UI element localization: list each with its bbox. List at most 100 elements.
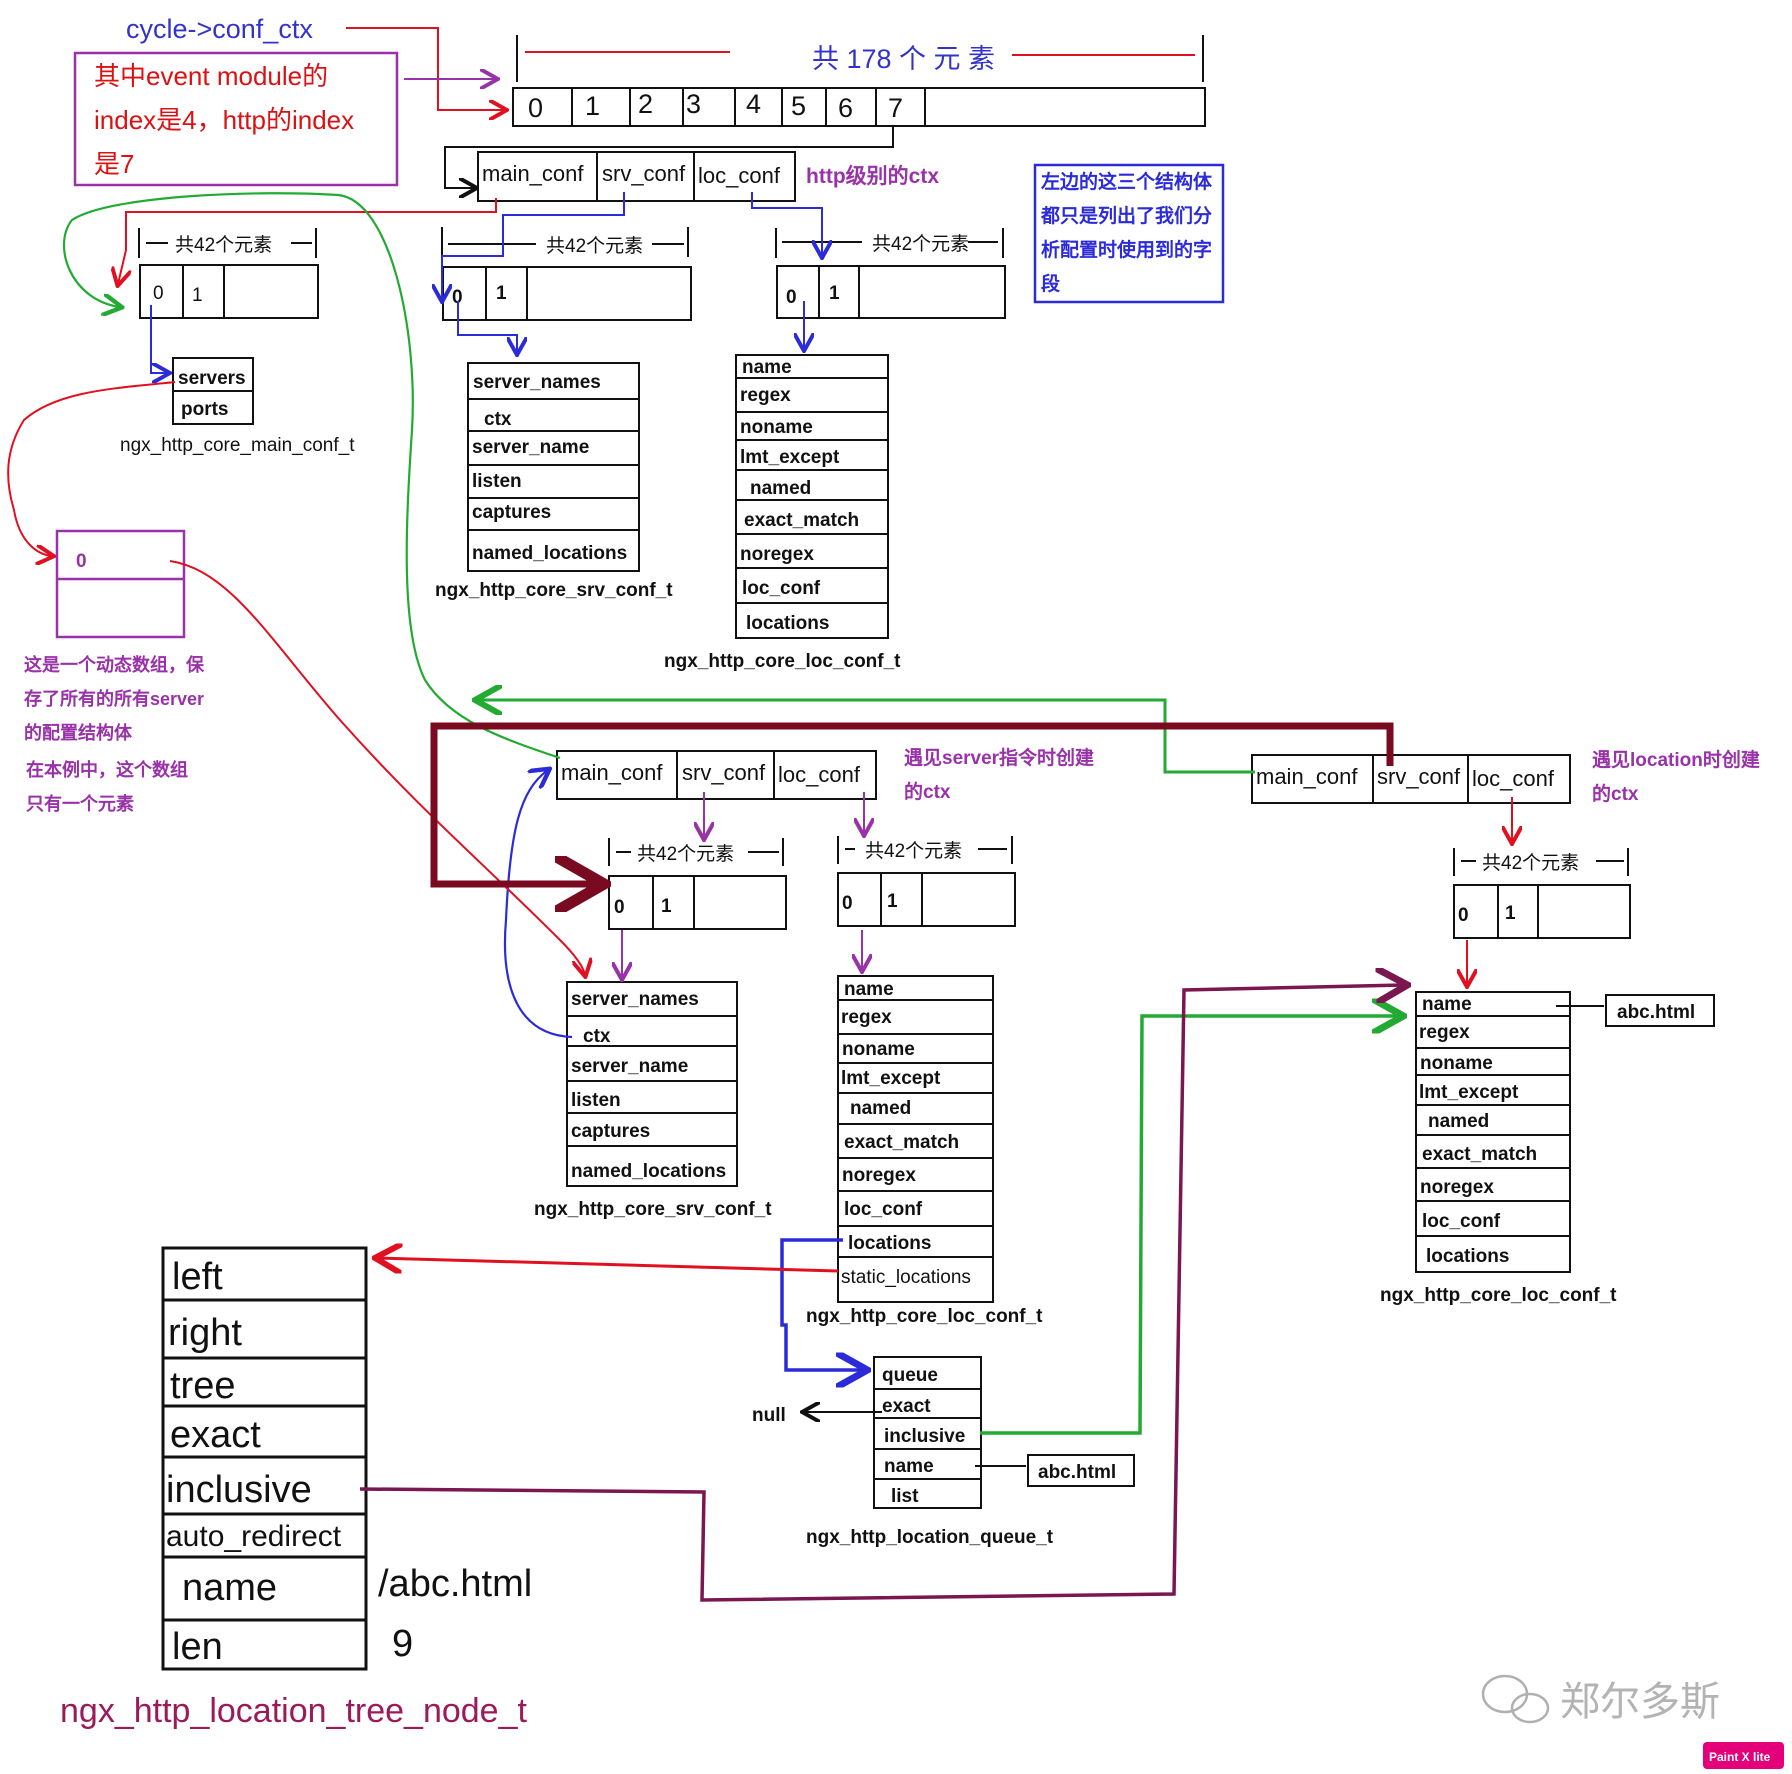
tree-field-name: name xyxy=(182,1567,277,1609)
blue-note-line-4: 段 xyxy=(1041,272,1061,295)
server-ctx-loc-conf: loc_conf xyxy=(778,762,861,787)
http-loc-field-named: named xyxy=(750,478,811,499)
http-loc-field-name: name xyxy=(742,357,792,378)
server-level: main_conf srv_conf loc_conf 遇见server指令时创… xyxy=(534,746,1094,1327)
tree-field-right: right xyxy=(168,1312,242,1354)
queue-field-queue: queue xyxy=(882,1365,938,1386)
server-main-conf-to-http-main-arrow xyxy=(62,192,561,760)
location-ctx-main-conf: main_conf xyxy=(1256,764,1358,789)
location-loc-array xyxy=(1453,884,1631,939)
location-loc-field-lmt-except: lmt_except xyxy=(1419,1082,1519,1103)
location-abc-html-box xyxy=(1605,994,1715,1027)
location-ctx-srv-conf: srv_conf xyxy=(1377,764,1461,789)
conf-ctx-array xyxy=(512,87,1206,127)
queue-abc-html-box xyxy=(1027,1454,1135,1487)
dynamic-array-cell-0: 0 xyxy=(76,551,87,572)
server-srv-field-captures: captures xyxy=(571,1121,650,1142)
server-ctx xyxy=(556,750,877,800)
http-srv-array-label: 共42个元素 xyxy=(546,235,643,257)
server-srv-field-named-locations: named_locations xyxy=(571,1161,726,1182)
tree-field-tree: tree xyxy=(170,1365,235,1407)
inclusive-to-location-name-arrow xyxy=(980,1016,1400,1435)
connectors xyxy=(7,192,1512,1602)
server-loc-conf-struct xyxy=(837,975,994,1303)
index-3: 3 xyxy=(686,89,701,119)
watermark-group: 郑尔多斯 Paint X lite xyxy=(1481,1674,1784,1769)
location-loc-field-loc-conf: loc_conf xyxy=(1422,1211,1501,1232)
http-level-arrays: 共42个元素 0 1 共42个元素 0 1 共42个元素 0 1 xyxy=(138,227,1006,321)
locations-to-queue-arrow xyxy=(780,1238,864,1370)
server-srv-array-cell-0: 0 xyxy=(614,897,625,918)
tree-name-value: /abc.html xyxy=(378,1563,532,1605)
null-label: null xyxy=(752,1405,786,1426)
http-srv-array-cell-1: 1 xyxy=(496,283,507,304)
location-loc-conf-struct xyxy=(1415,991,1571,1273)
dynamic-array-note-3: 的配置结构体 xyxy=(24,722,133,743)
queue-struct-group: queue exact inclusive name list ngx_http… xyxy=(752,1356,1135,1548)
server-srv-array-cell-1: 1 xyxy=(661,896,672,917)
server-srv-field-server-name: server_name xyxy=(571,1056,688,1077)
server-srv-field-listen: listen xyxy=(571,1090,621,1111)
http-ctx-label: http级别的ctx xyxy=(806,164,939,188)
server-srv-array xyxy=(608,875,787,930)
tree-inclusive-to-location-name-arrow xyxy=(359,985,1404,1602)
cycle-to-array-arrow xyxy=(346,27,505,110)
server-srv-conf-struct xyxy=(566,981,738,1187)
http-level-structs: servers ports ngx_http_core_main_conf_t … xyxy=(120,354,901,672)
dynamic-array-note-2: 存了所有的所有server xyxy=(24,688,204,709)
queue-field-inclusive: inclusive xyxy=(884,1426,965,1447)
server-loc-array-label: 共42个元素 xyxy=(865,840,962,862)
http-loc-array-label: 共42个元素 xyxy=(872,233,969,255)
queue-field-list: list xyxy=(891,1486,919,1507)
http-srv-conf-struct xyxy=(467,362,640,572)
http-ctx-main-conf: main_conf xyxy=(482,161,584,186)
dynamic-array-note-1: 这是一个动态数组，保 xyxy=(24,654,205,675)
watermark-text: 郑尔多斯 xyxy=(1560,1680,1720,1724)
blue-note-box xyxy=(1033,163,1225,304)
cycle-conf-ctx-label: cycle->conf_ctx xyxy=(126,14,313,44)
dynamic-array-note-5: 只有一个元素 xyxy=(26,793,134,814)
location-loc-field-locations: locations xyxy=(1426,1246,1509,1267)
http-ctx xyxy=(477,151,796,202)
http-main-array xyxy=(139,264,319,319)
blue-note-line-2: 都只是列出了我们分 xyxy=(1040,204,1212,227)
location-loc-field-exact-match: exact_match xyxy=(1422,1144,1537,1165)
main-conf-field-servers: servers xyxy=(178,368,246,389)
location-ctx-loc-conf: loc_conf xyxy=(1472,766,1555,791)
index-1: 1 xyxy=(585,91,600,121)
location-ctx xyxy=(1251,754,1571,804)
ctx-to-server-ctx-arrow xyxy=(503,770,573,1039)
queue-abc-html: abc.html xyxy=(1038,1462,1116,1483)
conf-ctx-array-dividers xyxy=(571,88,926,126)
dynamic-array-note-4: 在本例中，这个数组 xyxy=(26,759,188,780)
count-178-label: 共 178 个 元 素 xyxy=(812,44,995,74)
http-srv-field-server-name: server_name xyxy=(472,437,589,458)
dynamic-array-box xyxy=(55,529,186,639)
tree-node-group: left right tree exact inclusive auto_red… xyxy=(60,1246,532,1730)
loc-conf-to-array-arrow xyxy=(751,192,822,256)
tree-field-left: left xyxy=(172,1256,223,1298)
location-loc-field-regex: regex xyxy=(1419,1022,1470,1043)
tree-field-auto-redirect: auto_redirect xyxy=(166,1520,342,1553)
server-loc-field-regex: regex xyxy=(841,1007,892,1028)
location-level: main_conf srv_conf loc_conf 遇见location时创… xyxy=(1251,748,1760,1306)
http-loc-field-exact-match: exact_match xyxy=(744,510,859,531)
http-srv-field-server-names: server_names xyxy=(473,372,601,393)
red-note-line-2: index是4，http的index xyxy=(94,105,354,135)
server-ctx-label-2: 的ctx xyxy=(904,780,951,803)
location-loc-array-cell-1: 1 xyxy=(1505,903,1516,924)
location-main-conf-to-server-arrow xyxy=(478,700,1255,774)
server-loc-field-name: name xyxy=(844,979,894,1000)
server-loc-conf-struct-name: ngx_http_core_loc_conf_t xyxy=(806,1306,1043,1327)
top-section: cycle->conf_ctx 共 178 个 元 素 0 1 2 3 4 5 … xyxy=(73,14,1225,304)
queue-struct-name: ngx_http_location_queue_t xyxy=(806,1527,1054,1548)
main-conf-field-ports: ports xyxy=(181,399,229,420)
server-loc-field-noname: noname xyxy=(842,1039,915,1060)
tree-len-value: 9 xyxy=(392,1623,413,1665)
server-loc-field-named: named xyxy=(850,1098,911,1119)
server-srv-field-server-names: server_names xyxy=(571,989,699,1010)
location-loc-array-cell-0: 0 xyxy=(1458,905,1469,926)
http-ctx-srv-conf: srv_conf xyxy=(602,161,686,186)
server-srv-array-label: 共42个元素 xyxy=(637,843,734,865)
location-ctx-label-2: 的ctx xyxy=(1592,782,1639,805)
